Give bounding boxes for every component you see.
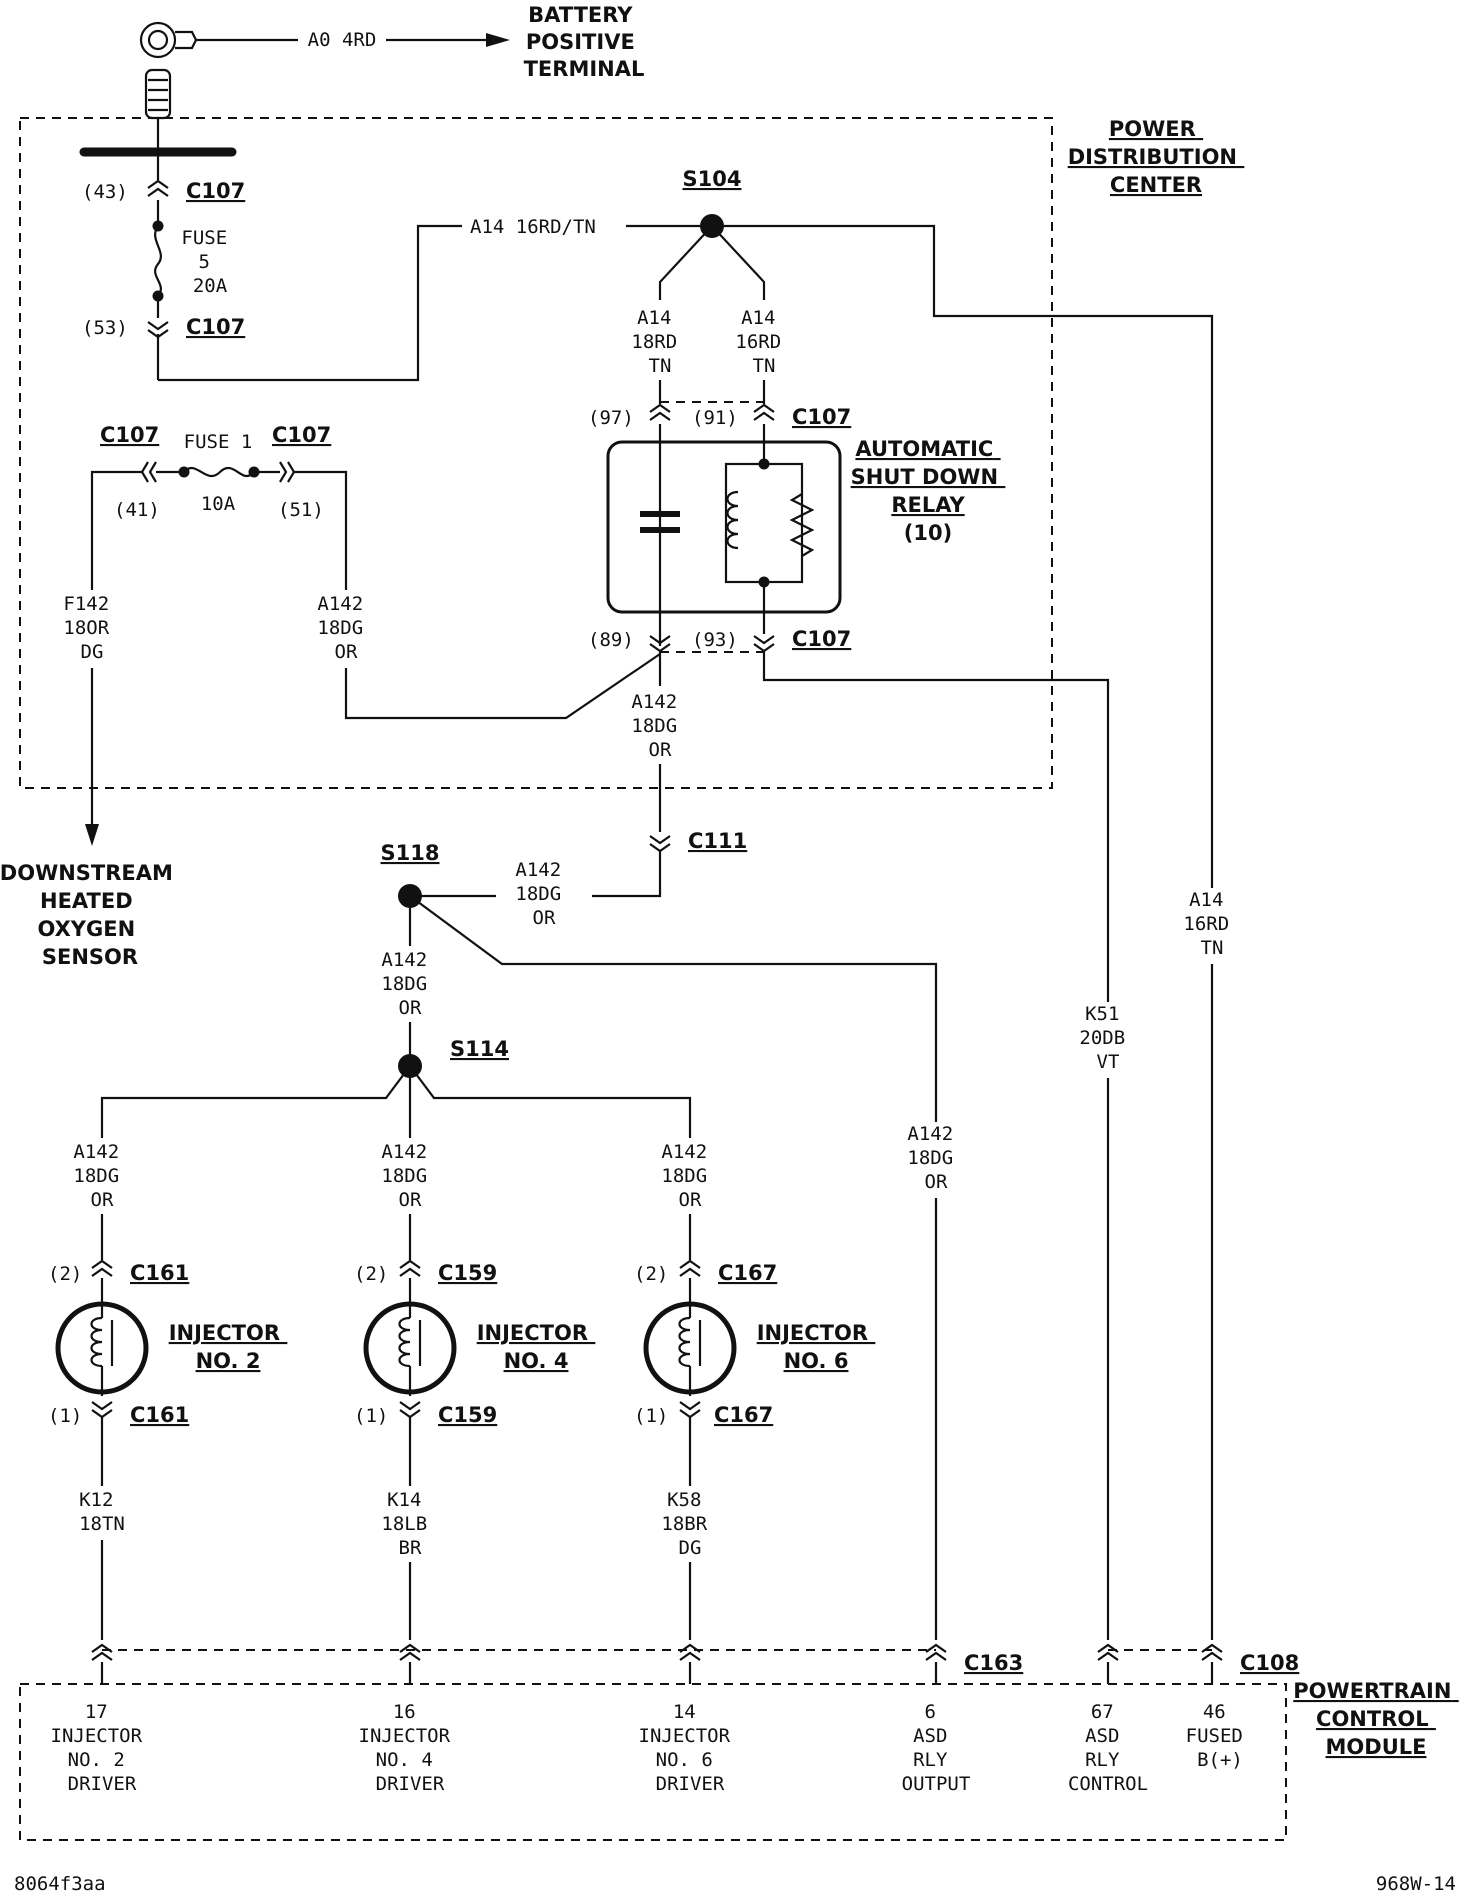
- pin-93: (93): [692, 629, 738, 651]
- connector-c161-a: C161: [130, 1261, 189, 1285]
- battery-label: BATTERY POSITIVE TERMINAL: [524, 3, 645, 81]
- fuse-5-icon: [154, 225, 162, 297]
- wire-a14-16rd-tn: A14 16RD/TN: [470, 216, 596, 238]
- wire-k58-18br-dg: K58 18BR DG: [661, 1489, 718, 1559]
- pin-53: (53): [82, 317, 128, 339]
- injector-2-label: INJECTOR NO. 2: [169, 1321, 288, 1373]
- power-distribution-center-box: [19, 117, 1053, 789]
- svg-text:A142 18DG OR: A142 18DG OR: [381, 1141, 438, 1211]
- connector-c167-a: C167: [718, 1261, 777, 1285]
- pin-51: (51): [278, 499, 324, 521]
- wire-a142-18dg-or-b: A142 18DG OR: [631, 691, 688, 761]
- relay-coil-icon: [726, 490, 739, 550]
- pin-91: (91): [692, 407, 738, 429]
- pin-89: (89): [588, 629, 634, 651]
- injector-4-label: INJECTOR NO. 4: [477, 1321, 596, 1373]
- pcm-label: POWERTRAIN CONTROL MODULE: [1293, 1679, 1458, 1759]
- wire-a142-18dg-or-e: A142 18DG OR: [907, 1123, 964, 1193]
- svg-text:(1): (1): [634, 1405, 668, 1427]
- wire-f142-18or-dg: F142 18OR DG: [63, 593, 120, 663]
- svg-text:A142 18DG OR: A142 18DG OR: [73, 1141, 130, 1211]
- pcm-pin-6: 6 ASD RLY OUTPUT: [902, 1701, 971, 1795]
- footer-left: 8064f3aa: [14, 1873, 106, 1895]
- wire-a14-18rd-tn: A14 18RD TN: [631, 307, 688, 377]
- connector-c107-e-icon: [140, 461, 149, 483]
- connector-c161-b: C161: [130, 1403, 189, 1427]
- downstream-sensor-label: DOWNSTREAM HEATED OXYGEN SENSOR: [0, 861, 180, 969]
- svg-text:(2): (2): [48, 1263, 82, 1285]
- connector-c107-b: C107: [186, 315, 245, 339]
- wire-a14-16rd-tn-c: A14 16RD TN: [1183, 889, 1240, 959]
- connector-c107-f-icon: [279, 461, 288, 483]
- pcm-pin-14: 14 INJECTOR NO. 6 DRIVER: [639, 1701, 742, 1795]
- connector-c107-d: C107: [792, 627, 851, 651]
- arrow-down-icon: [85, 824, 99, 846]
- splice-s118-label: S118: [381, 841, 440, 865]
- wire-k12-18tn: K12 18TN: [79, 1489, 125, 1535]
- battery-wire-label: A0 4RD: [308, 29, 377, 51]
- pin-41: (41): [114, 499, 160, 521]
- arrow-icon: [486, 33, 510, 47]
- wire-a142-18dg-or-d: A142 18DG OR: [381, 949, 438, 1019]
- connector-c167-b: C167: [714, 1403, 773, 1427]
- wire-a142-18dg-or-a: A142 18DG OR: [317, 593, 374, 663]
- injector-column-4: A142 18DG OR (2) C159 INJECTOR NO. 4 (1)…: [354, 1141, 596, 1640]
- fuse-1-rating: 10A: [201, 493, 236, 515]
- asd-relay-number: (10): [904, 521, 952, 545]
- svg-text:A142 18DG OR: A142 18DG OR: [661, 1141, 718, 1211]
- wire-a142-18dg-or-c: A142 18DG OR: [515, 859, 572, 929]
- pdc-label: POWER DISTRIBUTION CENTER: [1068, 117, 1245, 197]
- fuse-1-label: FUSE 1: [184, 431, 253, 453]
- pcm-pin-17: 17 INJECTOR NO. 2 DRIVER: [51, 1701, 154, 1795]
- resistor-icon: [789, 493, 815, 557]
- connector-c107-c: C107: [792, 405, 851, 429]
- pcm-pin-16: 16 INJECTOR NO. 4 DRIVER: [359, 1701, 462, 1795]
- connector-c159-a: C159: [438, 1261, 497, 1285]
- asd-relay-box: [606, 440, 842, 614]
- wire-a14-16rd-tn-b: A14 16RD TN: [735, 307, 792, 377]
- pin-43: (43): [82, 181, 128, 203]
- svg-text:(1): (1): [48, 1405, 82, 1427]
- svg-text:(1): (1): [354, 1405, 388, 1427]
- fuse-5-label: FUSE 5 20A: [181, 227, 238, 297]
- powertrain-control-module-box: [19, 1683, 1287, 1841]
- connector-c107-f: C107: [272, 423, 331, 447]
- connector-c107-e: C107: [100, 423, 159, 447]
- connector-c107-a: C107: [186, 179, 245, 203]
- pin-97: (97): [588, 407, 634, 429]
- battery-terminal-icon: [139, 21, 198, 120]
- asd-relay-label: AUTOMATIC SHUT DOWN RELAY: [851, 437, 1006, 517]
- splice-s114-label: S114: [450, 1037, 509, 1061]
- svg-text:(2): (2): [354, 1263, 388, 1285]
- wire-k51-20db-vt: K51 20DB VT: [1079, 1003, 1136, 1073]
- connector-c108: C108: [1240, 1651, 1299, 1675]
- svg-text:(2): (2): [634, 1263, 668, 1285]
- connector-c111: C111: [688, 829, 747, 853]
- connector-c163: C163: [964, 1651, 1023, 1675]
- injector-6-label: INJECTOR NO. 6: [757, 1321, 876, 1373]
- pcm-pin-67: 67 ASD RLY CONTROL: [1068, 1701, 1148, 1795]
- fuse-1-icon: [183, 466, 255, 478]
- injector-column-2: A142 18DG OR (2) C161 INJECTOR NO. 2 (1)…: [48, 1141, 288, 1640]
- injector-column-6: A142 18DG OR (2) C167 INJECTOR NO. 6 (1)…: [634, 1141, 876, 1640]
- pcm-pin-46: 46 FUSED B(+): [1186, 1701, 1255, 1771]
- footer-right: 968W-14: [1376, 1873, 1456, 1895]
- connector-c159-b: C159: [438, 1403, 497, 1427]
- splice-s104-label: S104: [683, 167, 742, 191]
- wire-k14-18lb-br: K14 18LB BR: [381, 1489, 438, 1559]
